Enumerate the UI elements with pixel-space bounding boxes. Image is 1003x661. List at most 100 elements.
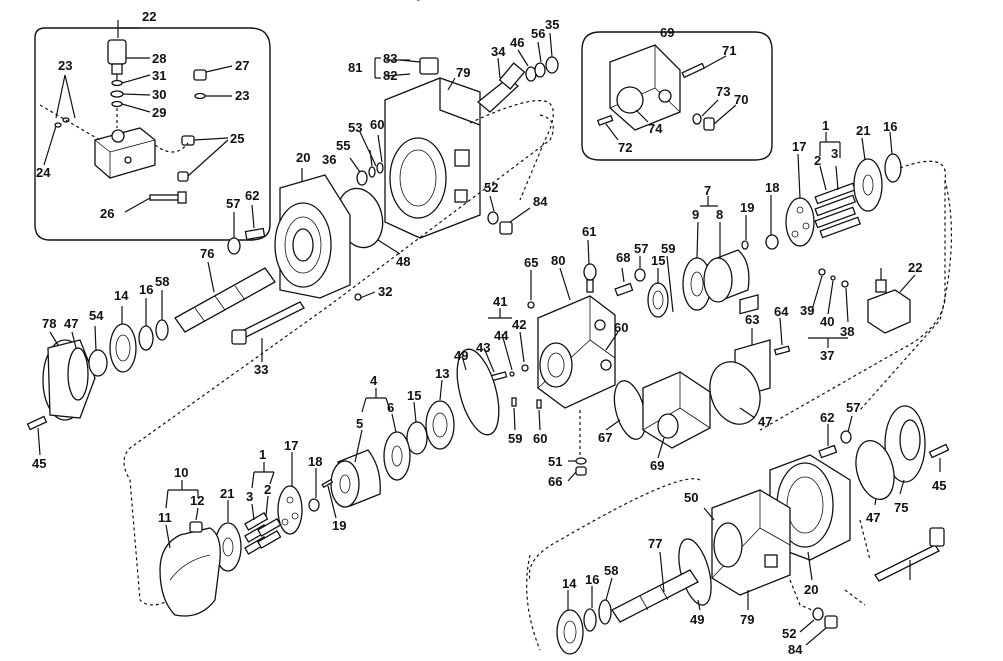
callout: 59 [508,431,522,446]
rotating-group-upper [647,131,947,431]
callout: 61 [582,224,596,239]
callout: 77 [648,536,662,551]
callout: 30 [152,87,166,102]
callout: 60 [370,117,384,132]
callout: 4 [370,373,378,388]
callout: 40 [820,314,834,329]
callout: 2 [264,482,271,497]
callout: 23 [58,58,72,73]
callout: 3 [831,146,838,161]
rotating-group-lower [159,379,455,617]
callout: 67 [598,430,612,445]
callout: 21 [220,486,234,501]
callout: 68 [616,250,630,265]
callout: 71 [722,43,736,58]
callout: 32 [378,284,392,299]
callout: 46 [510,35,524,50]
callout: 23 [235,88,249,103]
callout: 80 [551,253,565,268]
callout: 79 [456,65,470,80]
callout: 20 [296,150,310,165]
callout: 24 [36,165,51,180]
callout: 62 [820,410,834,425]
callout: 56 [531,26,545,41]
callout: 84 [533,194,548,209]
callout: 76 [200,246,214,261]
callout: 18 [765,180,779,195]
callout: 75 [894,500,908,515]
callout: 47 [64,316,78,331]
callout: 84 [788,642,803,657]
callout: 57 [226,196,240,211]
callout: 19 [332,518,346,533]
callout: 21 [856,123,870,138]
callout: 19 [740,200,754,215]
callout: 54 [89,308,104,323]
callout: 7 [704,183,711,198]
callout: 59 [661,241,675,256]
callout: 49 [690,612,704,627]
callout: 65 [524,255,538,270]
callout: 22 [142,9,156,24]
callout: 55 [336,138,350,153]
callout: 1 [259,447,266,462]
callout: 47 [866,510,880,525]
callout: 15 [407,388,421,403]
callout: 51 [548,454,562,469]
callout: 81 [348,60,362,75]
front-flange-shaft [26,168,376,456]
callout: 13 [435,366,449,381]
callout: 45 [32,456,46,471]
callout: 63 [745,312,759,327]
callout: 38 [840,324,854,339]
callout: 20 [804,582,818,597]
callout: 15 [651,253,665,268]
callout: 1 [822,118,829,133]
callout: 82 [383,68,397,83]
callout: 16 [139,282,153,297]
callout: 33 [254,362,268,377]
callout: 28 [152,51,166,66]
callout: 25 [230,131,244,146]
callout: 53 [348,120,362,135]
callout: 44 [494,328,509,343]
callout: 69 [650,458,664,473]
callout: 48 [396,254,410,269]
dashed-path-upper [123,114,554,606]
callout: 35 [545,17,559,32]
callout: 70 [734,92,748,107]
inset-valve-assembly [34,20,271,241]
callout: 9 [692,207,699,222]
callout: 17 [792,139,806,154]
callout: 29 [152,105,166,120]
callout: 5 [356,416,363,431]
callout: 39 [800,303,814,318]
callout: 26 [100,206,114,221]
callout: 78 [42,316,56,331]
callout: 27 [235,58,249,73]
callout: 47 [758,414,772,429]
callout: 66 [548,474,562,489]
callout: 3 [246,489,253,504]
callout: 37 [820,348,834,363]
callout: 18 [308,454,322,469]
callout: 6 [387,400,394,415]
callout: 41 [493,294,507,309]
callout: 12 [190,493,204,508]
callout: 50 [684,490,698,505]
callout: 36 [322,152,336,167]
second-pump-group [526,179,953,655]
callout: 10 [174,465,188,480]
callout: 14 [562,576,577,591]
callout: 42 [512,317,526,332]
callout: 69 [660,25,674,40]
callout: 60 [533,431,547,446]
callout: 58 [155,274,169,289]
callout: 34 [491,44,506,59]
callout: 58 [604,563,618,578]
callout: 45 [932,478,946,493]
callout: 60 [614,320,628,335]
callout: 72 [618,140,632,155]
